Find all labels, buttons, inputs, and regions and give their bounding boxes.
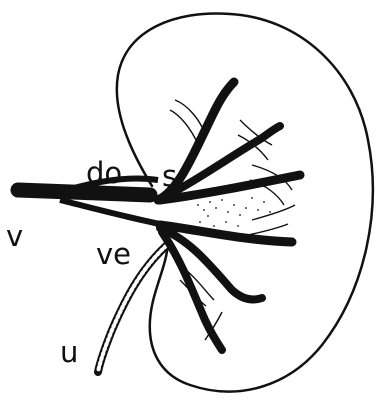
sinus-stipple	[197, 197, 271, 227]
vein-branches	[158, 82, 300, 350]
label-do: do	[86, 156, 122, 190]
label-u: u	[60, 335, 78, 369]
calyces	[170, 100, 295, 340]
label-s: s	[162, 159, 177, 193]
label-ve: ve	[96, 237, 131, 271]
label-v: v	[6, 219, 23, 253]
